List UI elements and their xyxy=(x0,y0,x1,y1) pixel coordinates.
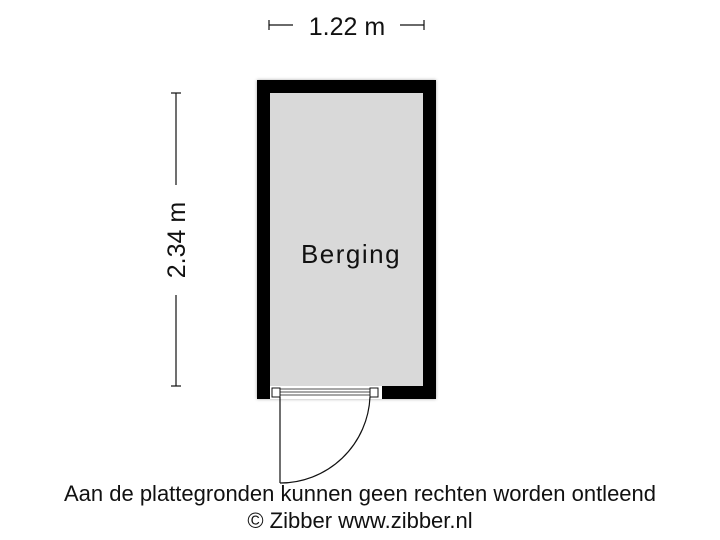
width-label: 1.22 m xyxy=(309,13,385,41)
height-dimension: 2.34 m xyxy=(163,92,191,387)
width-dimension: 1.22 m xyxy=(268,13,425,41)
room-berging xyxy=(257,80,436,399)
room-label: Berging xyxy=(301,239,401,269)
disclaimer-text: Aan de plattegronden kunnen geen rechten… xyxy=(63,481,657,506)
copyright-text: © Zibber www.zibber.nl xyxy=(247,508,473,533)
door xyxy=(270,386,382,484)
height-label: 2.34 m xyxy=(163,202,191,278)
